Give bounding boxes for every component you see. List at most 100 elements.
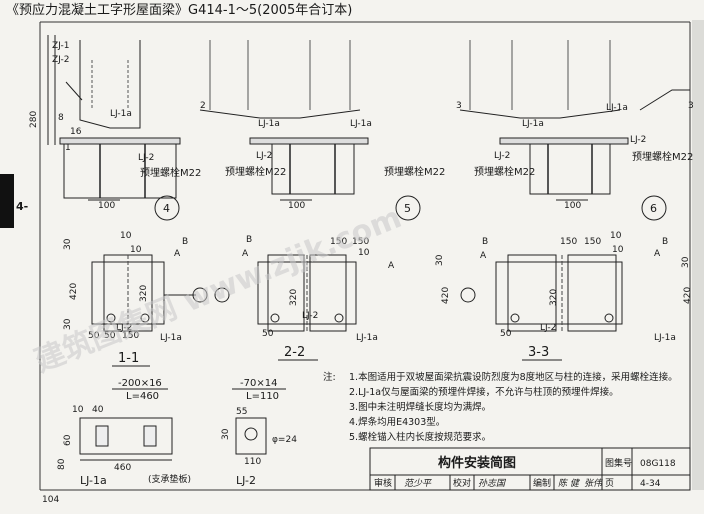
bolt-hole-2a xyxy=(270,313,280,323)
circle-4 xyxy=(154,195,180,221)
label-lj1a-6a: LJ-1a xyxy=(522,119,544,129)
beam-stiffener-4 xyxy=(91,60,129,110)
bolt-hole-3b xyxy=(604,313,614,323)
s3-B: B xyxy=(482,237,488,247)
section-title-3: 3-3 xyxy=(528,345,549,360)
lj1a-dim10: 10 xyxy=(72,405,84,415)
drawing-title: 构件安装简图 xyxy=(438,455,516,471)
s3-dim50a: 50 xyxy=(500,329,512,339)
section-mark-1: 1 xyxy=(65,143,71,153)
s3-dim420: 420 xyxy=(683,287,693,304)
bolt-hole-1b xyxy=(140,313,150,323)
lj1a-slot-a xyxy=(95,425,109,447)
atlas-no: 08G118 xyxy=(640,459,676,469)
section-1-ref xyxy=(192,287,208,303)
s3-dim320: 320 xyxy=(549,289,559,306)
edit-label: 编制 xyxy=(533,477,551,489)
section-3-plate-b xyxy=(567,254,617,332)
circle-6 xyxy=(641,195,667,221)
s2-dim320: 320 xyxy=(289,289,299,306)
lj1a-note: (支承垫板) xyxy=(148,473,191,485)
binding-edge xyxy=(692,20,704,490)
plate-lj1a-4 xyxy=(59,137,181,145)
label-lj2-5: LJ-2 xyxy=(256,151,272,161)
s3-B-right: B xyxy=(662,237,668,247)
review-label: 审核 xyxy=(374,477,392,489)
section-2-plate-b xyxy=(309,254,347,332)
bolt-hole-3a xyxy=(510,313,520,323)
label-dim100-6: 100 xyxy=(564,201,581,211)
leader-zj xyxy=(65,81,83,101)
plate-lj1a-5 xyxy=(249,137,369,145)
s1-dim30b: 30 xyxy=(63,318,73,330)
label-dim280: 280 xyxy=(29,111,39,128)
s3-A: A xyxy=(480,251,487,261)
label-lj1a-4: LJ-1a xyxy=(110,109,132,119)
s1-weld-a: 10 xyxy=(120,231,132,241)
plate-lj2-detail: -70×14 L=110 φ=24 55 30 110 LJ-2 xyxy=(221,378,297,487)
s1-dim50a: 50 xyxy=(88,331,100,341)
s3-A-right: A xyxy=(654,249,661,259)
bolt-hole-2b xyxy=(334,313,344,323)
beam-edge-6 xyxy=(639,89,690,111)
beam-web-4 xyxy=(79,40,141,129)
label-lj2-4: LJ-2 xyxy=(138,153,154,163)
s2-lj1a: LJ-1a xyxy=(356,333,378,343)
section-title-1: 1-1 xyxy=(118,351,139,366)
lj2-dim55: 55 xyxy=(236,407,247,417)
s1-dim320: 320 xyxy=(139,285,149,302)
s1-dim150: 150 xyxy=(122,331,139,341)
circle-5 xyxy=(395,195,421,221)
note-item: 3.图中未注明焊缝长度均为满焊。 xyxy=(349,402,492,413)
column-top-6 xyxy=(529,143,611,195)
plate-lj1a-6 xyxy=(499,137,629,145)
lj2-length: L=110 xyxy=(246,391,279,402)
s1-B: B xyxy=(182,237,188,247)
check-sig: 孙志国 xyxy=(478,478,507,489)
section-title-2: 2-2 xyxy=(284,345,305,360)
lj1a-length: L=460 xyxy=(126,391,159,402)
section-2-ref xyxy=(214,287,230,303)
label-bolt-5a: 预埋螺栓M22 xyxy=(225,165,286,178)
page-number: 104 xyxy=(42,495,59,505)
lj1a-outline xyxy=(79,417,173,455)
section-2-2: B A 150 150 10 A 320 30 420 LJ-2 50 LJ-1… xyxy=(214,235,451,361)
circle-6-label: 6 xyxy=(650,202,657,215)
lj1a-dim60: 60 xyxy=(63,434,73,446)
detail-4: ZJ-1 ZJ-2 LJ-1a 16 LJ-2 预埋螺栓M22 280 8 10… xyxy=(29,35,201,221)
note-item: 5.螺栓锚入柱内长度按规范要求。 xyxy=(349,432,492,443)
label-dim16-4: 16 xyxy=(70,127,82,137)
column-top-4 xyxy=(63,143,177,199)
s3-lj1a: LJ-1a xyxy=(654,333,676,343)
lj1a-dim40: 40 xyxy=(92,405,104,415)
column-lines-4 xyxy=(47,35,56,145)
note-item: 2.LJ-1a仅与屋面梁的预埋件焊接，不允许与柱顶的预埋件焊接。 xyxy=(349,387,619,398)
detail-6: LJ-1a LJ-1a LJ-2 LJ-2 预埋螺栓M22 预埋螺栓M22 3 … xyxy=(456,40,694,221)
beam-bottom-6 xyxy=(459,109,621,119)
beam-lines-6 xyxy=(469,40,611,110)
lj1a-name: LJ-1a xyxy=(80,474,107,487)
section-1-1: 10 10 B A 30 420 30 320 50 50 150 LJ-2 L… xyxy=(63,231,208,367)
section-mark-2: 2 xyxy=(200,101,206,111)
section-3-plate-a xyxy=(507,254,557,332)
lj1a-dim80: 80 xyxy=(57,458,67,470)
label-lj1a-5a: LJ-1a xyxy=(258,119,280,129)
note-item: 4.焊条均用E4303型。 xyxy=(349,417,446,428)
note-item: 1.本图适用于双坡屋面梁抗震设防烈度为8度地区与柱的连接，采用螺栓连接。 xyxy=(349,372,678,383)
label-lj2-6b: LJ-2 xyxy=(630,135,646,145)
s1-weld-b: 10 xyxy=(130,245,142,255)
label-lj1a-6b: LJ-1a xyxy=(606,103,628,113)
s2-dim50a: 50 xyxy=(262,329,274,339)
lj2-dim110: 110 xyxy=(244,457,261,467)
section-3-outline xyxy=(495,261,623,325)
s3-weld-b: 10 xyxy=(612,245,624,255)
beam-lines-5 xyxy=(209,40,351,110)
lj2-outline xyxy=(235,417,267,455)
label-dim100-4: 100 xyxy=(98,201,115,211)
detail-5: LJ-1a LJ-1a LJ-2 预埋螺栓M22 预埋螺栓M22 2 100 5 xyxy=(199,40,445,221)
watermark: 建筑图集网 www.zjjk.com xyxy=(30,200,407,379)
s2-A-right: A xyxy=(388,261,395,271)
label-bolt-6a: 预埋螺栓M22 xyxy=(474,165,535,178)
lj2-spec: -70×14 xyxy=(240,378,277,389)
